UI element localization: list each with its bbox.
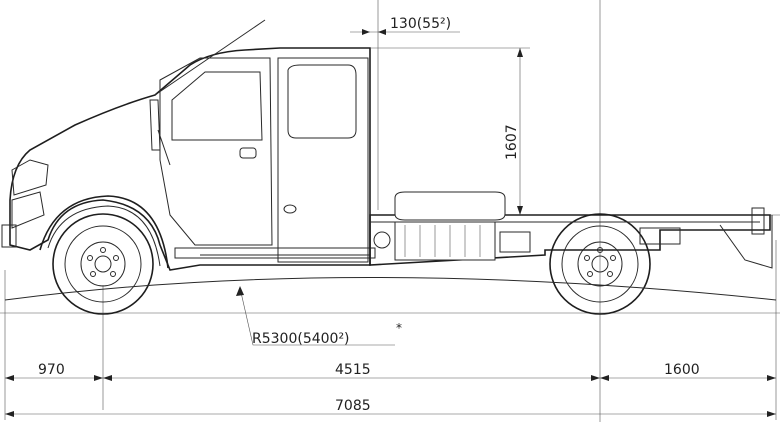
turning-radius-label: R5300(5400²)	[252, 331, 350, 347]
dim-front-overhang-label: 970	[38, 362, 65, 378]
turning-radius-leader	[239, 287, 395, 346]
dim-wheelbase-label: 4515	[335, 362, 371, 378]
chassis-frame	[369, 191, 773, 269]
truck-cab	[1, 19, 376, 271]
turning-radius-note-mark: *	[396, 321, 402, 335]
front-wheel	[52, 213, 154, 315]
dim-frame-height-label: 1607	[504, 124, 520, 160]
turning-radius-arrowhead	[236, 286, 244, 296]
turning-radius-arc	[4, 277, 777, 301]
dim-overall-length-label: 7085	[335, 398, 371, 414]
dim-rear-overhang-label: 1600	[664, 362, 700, 378]
dim-cab-gap-label: 130(55²)	[390, 16, 451, 32]
